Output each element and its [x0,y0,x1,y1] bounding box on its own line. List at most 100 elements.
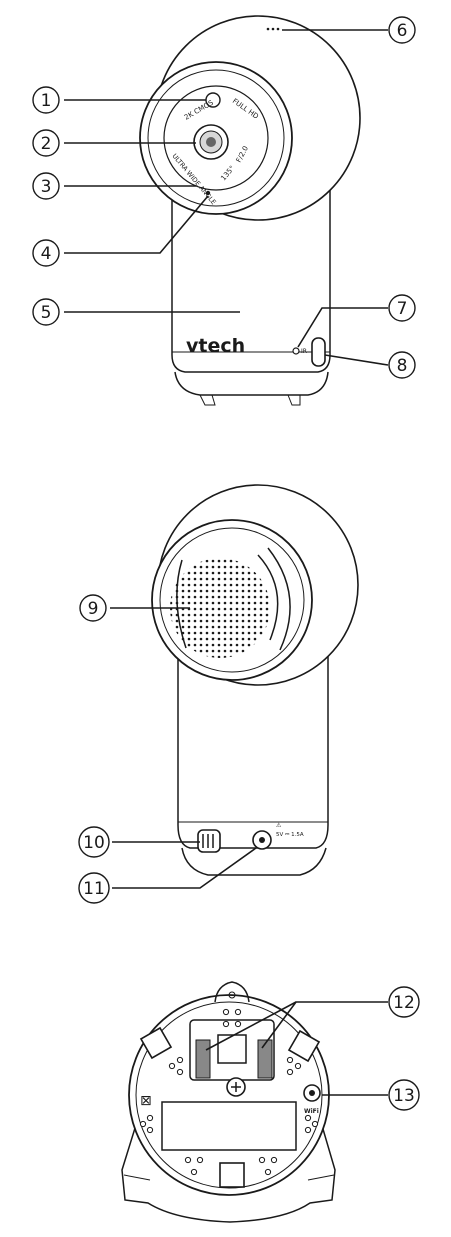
callout-7-badge [388,294,416,322]
callout-7: 7 [388,294,416,322]
callout-9-number: 9 [88,599,99,619]
mount-tab-hole [228,991,236,999]
speaker-slot-1 [257,554,279,641]
vent-hole [286,1068,294,1076]
leader-12b [205,1001,297,1051]
callout-2-badge [32,129,60,157]
vent-hole [190,1168,198,1176]
pairing-button-housing [197,829,221,853]
callout-8-number: 8 [397,356,408,376]
vent-hole [184,1156,192,1164]
callout-6: 6 [388,16,416,44]
vent-hole [234,1020,242,1028]
callout-13-number: 13 [393,1086,415,1106]
callout-9: 9 [79,594,107,622]
callout-5: 5 [32,298,60,326]
callout-4-badge [32,239,60,267]
power-button [311,337,326,367]
bottom-view: ⊠ WiFi [121,981,388,1223]
callout-2-number: 2 [41,134,52,154]
callout-13: 13 [388,1079,420,1111]
callout-3-number: 3 [41,177,52,197]
callout-5-number: 5 [41,303,52,323]
power-jack-pin [259,837,265,843]
head-front-ring-inner [147,69,285,207]
front-base [174,371,329,396]
speaker-grille [170,547,291,658]
vent-hole [146,1114,154,1122]
status-led-3 [276,27,280,31]
brand-logo: vtech [186,335,245,357]
callout-3: 3 [32,172,60,200]
callout-10-number: 10 [83,833,105,853]
vent-holes [139,1008,319,1176]
callout-4: 4 [32,239,60,267]
leader-8 [324,354,389,366]
speaker-holes [170,558,270,658]
rubber-pad-right [287,1029,321,1063]
camera-lens-center [206,137,216,147]
leader-4 [64,195,209,254]
vent-hole [286,1056,294,1064]
rubber-pad-left [139,1026,173,1060]
front-body [171,190,331,373]
vent-hole [234,1008,242,1016]
callout-13-badge [388,1079,420,1111]
vent-hole [311,1120,319,1128]
warning-icon: ⚠ [276,822,282,829]
callout-1-badge [32,86,60,114]
vent-hole [222,1020,230,1028]
vent-hole [139,1120,147,1128]
speaker-slot-2 [267,547,291,651]
mount-slot-right [257,1039,273,1079]
callout-1: 1 [32,86,60,114]
reset-hole-pin [309,1090,315,1096]
vent-hole [196,1156,204,1164]
callout-11-number: 11 [83,879,105,899]
screw-cross [231,1082,241,1092]
weee-bin-icon: ⊠ [140,1093,152,1109]
mount-tab [214,981,250,1003]
callout-11-badge [78,872,110,904]
front-foot-right [287,394,301,406]
stand-outline [121,1111,336,1223]
callout-10: 10 [78,826,110,858]
vent-hole [176,1056,184,1064]
pairing-button-ridges [202,834,214,848]
callout-2: 2 [32,129,60,157]
back-view: 5V ⎓ 1.5A ⚠ [110,484,359,889]
wall-mount-center [217,1034,247,1064]
back-body [177,590,329,849]
speaker-slot-3 [176,559,187,649]
status-led-1 [266,27,270,31]
front-view: 2K CMOS FULL HD ULTRA WIDE ANGLE 135° F/… [64,15,389,406]
front-foot-left [199,394,216,406]
callout-8-badge [388,351,416,379]
microphone-hole-icon [205,190,211,196]
vent-hole [258,1156,266,1164]
vent-hole [304,1126,312,1134]
leader-7 [297,307,388,348]
callout-4-number: 4 [41,244,52,264]
callout-10-badge [78,826,110,858]
callout-7-number: 7 [397,299,408,319]
callout-5-badge [32,298,60,326]
back-base [181,847,327,876]
rubber-pad-bottom [219,1162,245,1188]
ir-label: IR [301,348,307,355]
status-led-2 [271,27,275,31]
vent-hole [146,1126,154,1134]
vent-hole [176,1068,184,1076]
callout-3-badge [32,172,60,200]
callout-8: 8 [388,351,416,379]
vent-hole [304,1114,312,1122]
vent-hole [294,1062,302,1070]
vent-hole [264,1168,272,1176]
back-head-face-inner [159,527,305,673]
vent-hole [270,1156,278,1164]
vent-hole [168,1062,176,1070]
callout-6-badge [388,16,416,44]
callout-12: 12 [388,986,420,1018]
